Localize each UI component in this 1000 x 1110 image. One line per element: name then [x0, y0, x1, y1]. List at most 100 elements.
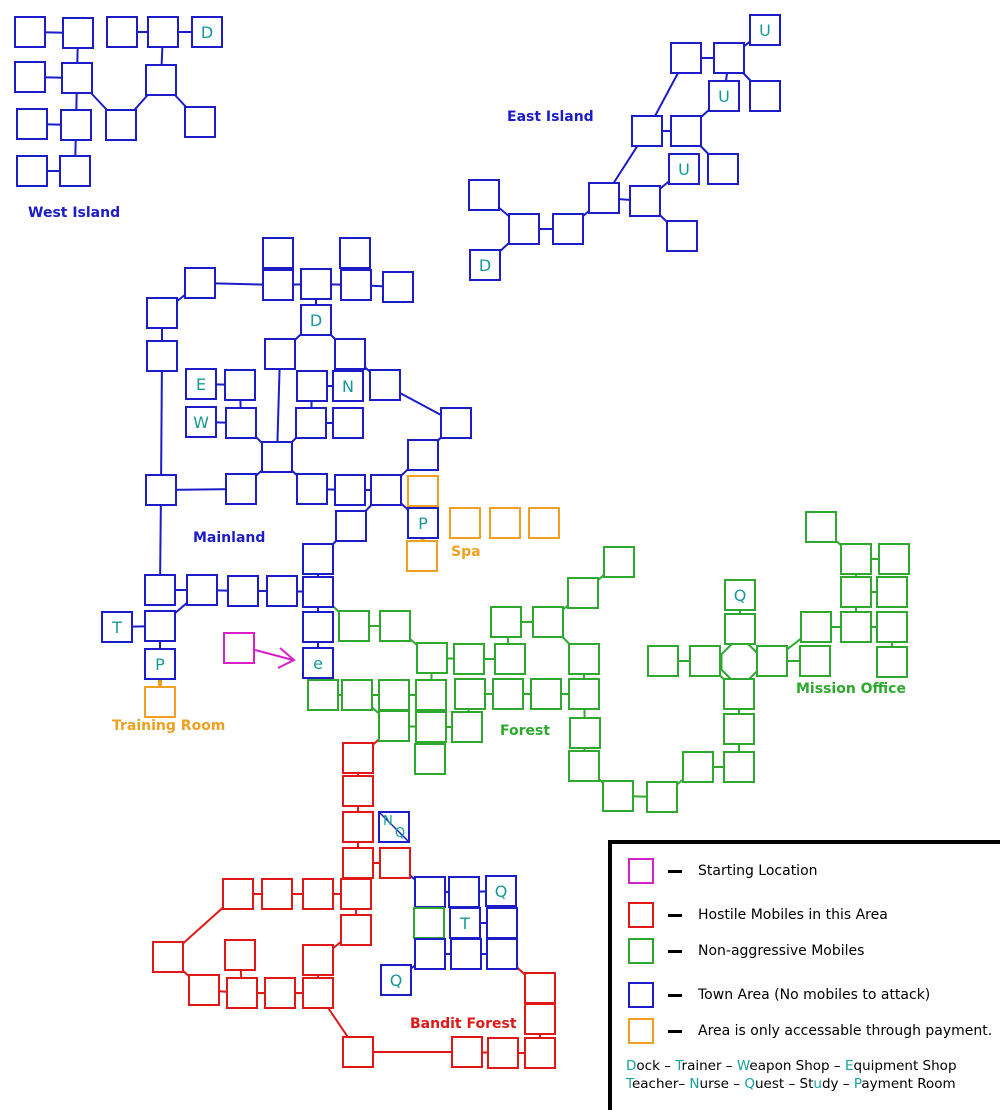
room-f33 — [647, 645, 679, 677]
key-text: – — [728, 1076, 745, 1092]
room-box — [266, 575, 298, 607]
key-letter: u — [813, 1076, 822, 1092]
legend-dash — [668, 1029, 682, 1033]
room-box — [222, 878, 254, 910]
legend-payment-text: Area is only accessable through payment. — [698, 1023, 993, 1039]
room-box — [147, 16, 179, 48]
key-text: – — [721, 1058, 737, 1074]
room-w12 — [184, 106, 216, 138]
room-box — [332, 370, 364, 402]
room-f23 — [569, 717, 601, 749]
room-n5 — [413, 907, 445, 939]
room-m4 — [262, 269, 294, 301]
legend: Starting Location Hostile Mobiles in thi… — [608, 840, 1000, 1110]
label-east-island: East Island — [507, 109, 594, 125]
legend-town-text: Town Area (No mobiles to attack) — [698, 987, 931, 1003]
room-b14 — [188, 974, 220, 1006]
legend-key-line-2: Teacher– Nurse – Quest – Study – Payment… — [626, 1076, 956, 1092]
legend-dash — [668, 993, 682, 997]
room-letter: U — [718, 87, 730, 106]
room-e11 — [629, 185, 661, 217]
room-b19 — [451, 1036, 483, 1068]
room-box — [61, 62, 93, 94]
room-box — [567, 577, 599, 609]
label-west-island: West Island — [28, 205, 120, 221]
room-e13 — [508, 213, 540, 245]
room-letter: P — [155, 655, 165, 674]
room-box — [524, 972, 556, 1004]
legend-dash — [668, 913, 682, 917]
room-box — [489, 507, 521, 539]
legend-payment: Area is only accessable through payment. — [628, 1016, 992, 1046]
room-box — [588, 182, 620, 214]
room-box — [144, 648, 176, 680]
room-box — [332, 407, 364, 439]
room-box — [805, 511, 837, 543]
room-box — [530, 678, 562, 710]
room-letter: e — [313, 654, 323, 673]
room-box — [262, 269, 294, 301]
room-box — [799, 645, 831, 677]
room-b4 — [342, 847, 374, 879]
room-b12 — [224, 939, 256, 971]
room-m42: e — [302, 647, 334, 679]
room-divider — [378, 811, 410, 843]
room-box — [307, 679, 339, 711]
room-box — [144, 574, 176, 606]
room-box — [723, 713, 755, 745]
room-box — [468, 179, 500, 211]
legend-dash — [668, 949, 682, 953]
room-b9 — [340, 878, 372, 910]
key-text: St — [799, 1076, 814, 1092]
label-mainland: Mainland — [193, 530, 265, 546]
legend-hostile-text: Hostile Mobiles in this Area — [698, 907, 888, 923]
room-box — [370, 474, 402, 506]
room-f44 — [805, 511, 837, 543]
legend-nonaggressive: Non-aggressive Mobiles — [628, 936, 864, 966]
room-box — [524, 1003, 556, 1035]
room-box — [302, 977, 334, 1009]
room-s2 — [449, 507, 481, 539]
room-f43 — [878, 543, 910, 575]
room-m16: N — [332, 370, 364, 402]
room-s3 — [489, 507, 521, 539]
room-f35 — [756, 645, 788, 677]
legend-hostile-swatch — [628, 902, 654, 928]
room-m3 — [184, 267, 216, 299]
room-box — [532, 606, 564, 638]
room-m2 — [339, 237, 371, 269]
room-box — [724, 579, 756, 611]
room-f34 — [689, 645, 721, 677]
room-box — [296, 370, 328, 402]
room-f7 — [532, 606, 564, 638]
room-box — [647, 645, 679, 677]
room-b10 — [340, 914, 372, 946]
room-b15 — [226, 977, 258, 1009]
room-box — [878, 543, 910, 575]
room-box — [469, 249, 501, 281]
room-f24 — [568, 750, 600, 782]
room-box — [223, 632, 255, 664]
room-box — [340, 269, 372, 301]
legend-key-line-1: Dock – Trainer – Weapon Shop – Equipment… — [626, 1058, 957, 1074]
room-box — [185, 406, 217, 438]
room-f39 — [876, 611, 908, 643]
room-box — [302, 611, 334, 643]
room-b2 — [342, 775, 374, 807]
room-f19 — [378, 710, 410, 742]
room-n2 — [414, 876, 446, 908]
room-w11 — [105, 109, 137, 141]
room-f8 — [567, 577, 599, 609]
room-b22 — [524, 1003, 556, 1035]
room-box — [184, 106, 216, 138]
room-box — [341, 679, 373, 711]
key-text: eapon Shop — [749, 1058, 830, 1074]
room-letter: Q — [734, 586, 747, 605]
room-box — [552, 213, 584, 245]
room-box — [145, 474, 177, 506]
room-b16 — [264, 977, 296, 1009]
room-box — [378, 710, 410, 742]
room-box — [300, 268, 332, 300]
room-box — [451, 711, 483, 743]
